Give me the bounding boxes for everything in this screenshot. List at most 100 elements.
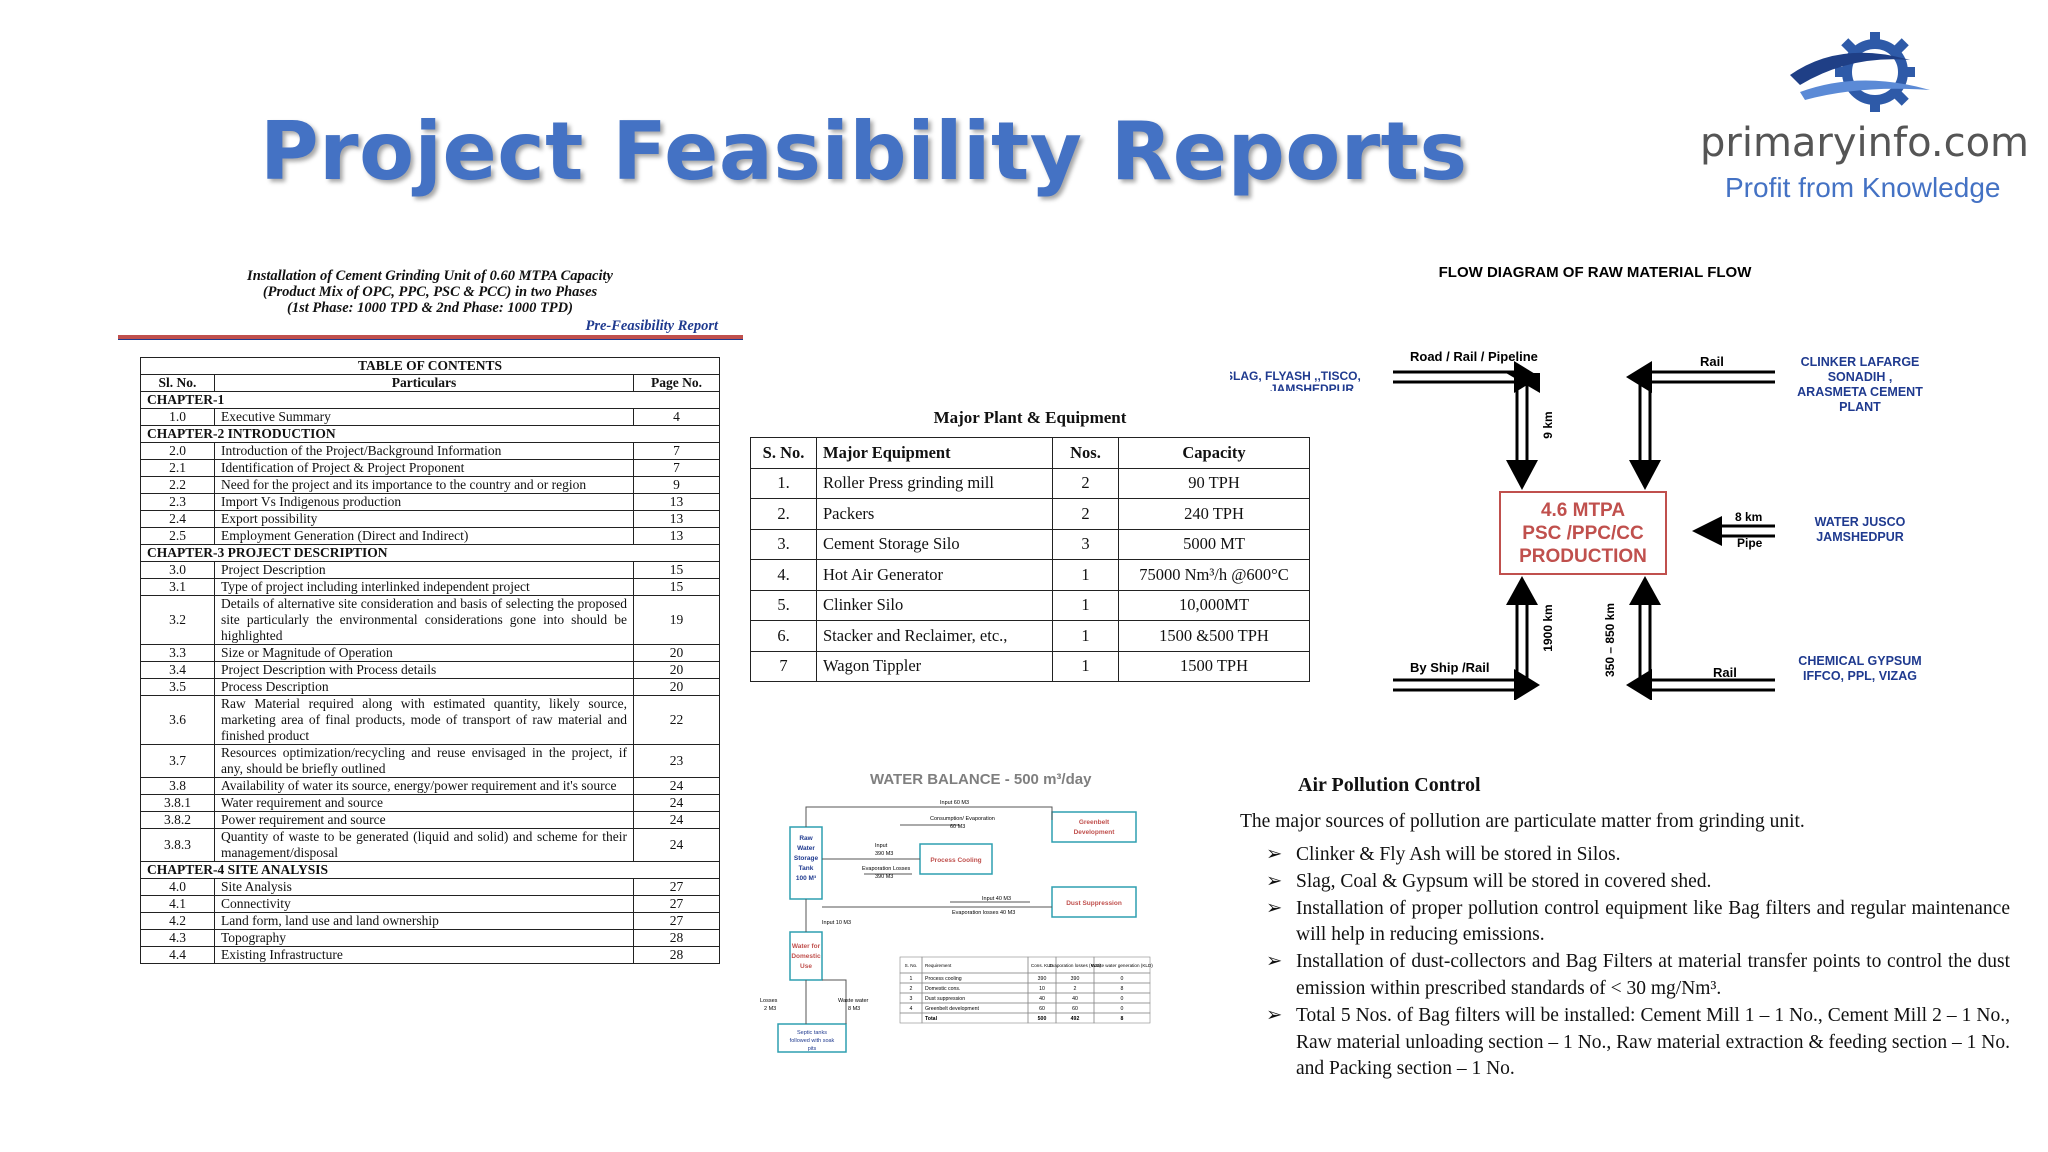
flow-tl-distance: 9 km — [1541, 411, 1555, 438]
report-header-line: Installation of Cement Grinding Unit of … — [247, 268, 613, 284]
flow-center-line: PSC /PPC/CC — [1522, 523, 1644, 544]
wb-table-value: 8 — [1121, 1016, 1124, 1022]
toc-page: 27 — [633, 895, 720, 913]
wb-label: Waste water — [838, 998, 869, 1004]
equipment-col-header: Major Equipment — [816, 437, 1053, 469]
toc-number: 3.0 — [140, 561, 215, 579]
toc-chapter-row: CHAPTER-3 PROJECT DESCRIPTION — [140, 544, 720, 562]
wb-table-cell — [921, 1012, 1029, 1024]
equipment-item: Clinker Silo — [816, 589, 1053, 621]
toc-page: 13 — [633, 493, 720, 511]
wb-table-value: 492 — [1071, 1016, 1080, 1022]
toc-particulars: Export possibility — [214, 510, 634, 528]
wb-table-value: 4 — [910, 1006, 913, 1012]
wb-table-value: 390 — [1071, 976, 1080, 982]
equipment-sno: 1. — [750, 467, 817, 499]
equipment-col-header: S. No. — [750, 437, 817, 469]
wb-table-value: 8 — [1121, 986, 1124, 992]
wb-table-value: 40 — [1039, 996, 1045, 1002]
list-item: ➢Slag, Coal & Gypsum will be stored in c… — [1266, 869, 2010, 896]
wb-domestic-label: Use — [800, 963, 812, 970]
wb-table-value: 3 — [910, 996, 913, 1002]
toc-number: 3.1 — [140, 578, 215, 596]
flow-r-source: JAMSHEDPUR — [1816, 530, 1904, 544]
logo: primaryinfo.com Profit from Knowledge — [1690, 30, 2029, 210]
toc-page: 7 — [633, 459, 720, 477]
equipment-sno: 6. — [750, 620, 817, 652]
toc-number: 2.1 — [140, 459, 215, 477]
equipment-item: Wagon Tippler — [816, 650, 1053, 682]
wb-table-value: 1 — [910, 976, 913, 982]
toc-page: 13 — [633, 510, 720, 528]
wb-process-cooling — [919, 843, 993, 875]
wb-greenbelt-label: Development — [1074, 829, 1116, 836]
toc-particulars: Project Description — [214, 561, 634, 579]
toc-page: 19 — [633, 595, 720, 645]
equipment-sno: 2. — [750, 498, 817, 530]
wb-table-cell — [1093, 1012, 1151, 1024]
flow-arrow-bottom-left — [1393, 600, 1529, 692]
wb-table-header: Waste water generation (KLD) — [1091, 963, 1153, 968]
arrow-bullet-icon: ➢ — [1266, 897, 1283, 919]
equipment-capacity: 240 TPH — [1118, 498, 1310, 530]
equipment-nos: 2 — [1052, 498, 1119, 530]
flow-arrow-bottom-right — [1638, 600, 1775, 692]
flow-tr-source: ARASMETA CEMENT — [1797, 385, 1923, 399]
wb-tank-label: Raw — [799, 835, 813, 842]
wb-table-header: Cons. KLD — [1031, 963, 1054, 968]
equipment-capacity: 1500 &500 TPH — [1118, 620, 1310, 652]
raw-material-flow-diagram: FLOW DIAGRAM OF RAW MATERIAL FLOW 4.6 MT… — [1230, 264, 1923, 700]
equipment-sno: 3. — [750, 528, 817, 560]
equipment-item: Roller Press grinding mill — [816, 467, 1053, 499]
toc-chapter-row: CHAPTER-4 SITE ANALYSIS — [140, 861, 720, 879]
equipment-nos: 2 — [1052, 467, 1119, 499]
flow-arrow-right — [1720, 524, 1775, 538]
wb-label: 390 M3 — [875, 851, 893, 857]
logo-tagline: Profit from Knowledge — [1725, 172, 2001, 203]
wb-label: 8 M3 — [848, 1006, 860, 1012]
wb-table-header: S. No. — [905, 963, 918, 968]
flow-br-distance: 350 – 850 km — [1603, 603, 1617, 677]
toc-particulars: Introduction of the Project/Background I… — [214, 442, 634, 460]
flow-r-source: WATER JUSCO — [1815, 515, 1906, 529]
water-balance-diagram: WATER BALANCE - 500 m³/day Raw Water Sto… — [760, 771, 1153, 1053]
toc-number: 4.0 — [140, 878, 215, 896]
toc-chapter-label: CHAPTER-4 SITE ANALYSIS — [140, 861, 720, 879]
wb-table-value: 2 — [910, 986, 913, 992]
flow-arrowhead — [1626, 669, 1652, 700]
equipment-nos: 1 — [1052, 559, 1119, 591]
flow-title: FLOW DIAGRAM OF RAW MATERIAL FLOW — [1439, 264, 1753, 281]
report-header-line: (Product Mix of OPC, PPC, PSC & PCC) in … — [262, 284, 598, 300]
flow-tr-source: SONADIH , — [1828, 370, 1893, 384]
toc-particulars: Process Description — [214, 678, 634, 696]
flow-tl-source: SLAG, FLYASH ,,TISCO, — [1230, 369, 1361, 383]
toc-particulars: Resources optimization/recycling and reu… — [214, 744, 634, 778]
toc-number: 2.4 — [140, 510, 215, 528]
equipment-sno: 7 — [750, 650, 817, 682]
wb-tank-label: 100 M³ — [796, 875, 817, 882]
toc-heading: TABLE OF CONTENTS — [140, 357, 720, 375]
wb-greenbelt-label: Greenbelt — [1079, 819, 1110, 826]
toc-number: 4.2 — [140, 912, 215, 930]
equipment-table: S. No. Major Equipment Nos. Capacity 1.R… — [750, 437, 1310, 682]
list-item-text: Clinker & Fly Ash will be stored in Silo… — [1296, 844, 1621, 865]
toc-number: 3.5 — [140, 678, 215, 696]
wb-label: Consumption/ Evaporation — [930, 816, 995, 822]
air-pollution-intro: The major sources of pollution are parti… — [1240, 811, 1805, 832]
toc-page: 28 — [633, 929, 720, 947]
equipment-col-header: Nos. — [1052, 437, 1119, 469]
toc-page: 27 — [633, 878, 720, 896]
list-item-text: Total 5 Nos. of Bag filters will be inst… — [1296, 1004, 2010, 1080]
toc-particulars: Type of project including interlinked in… — [214, 578, 634, 596]
equipment-sno: 5. — [750, 589, 817, 621]
wb-label: 390 M3 — [875, 874, 893, 880]
